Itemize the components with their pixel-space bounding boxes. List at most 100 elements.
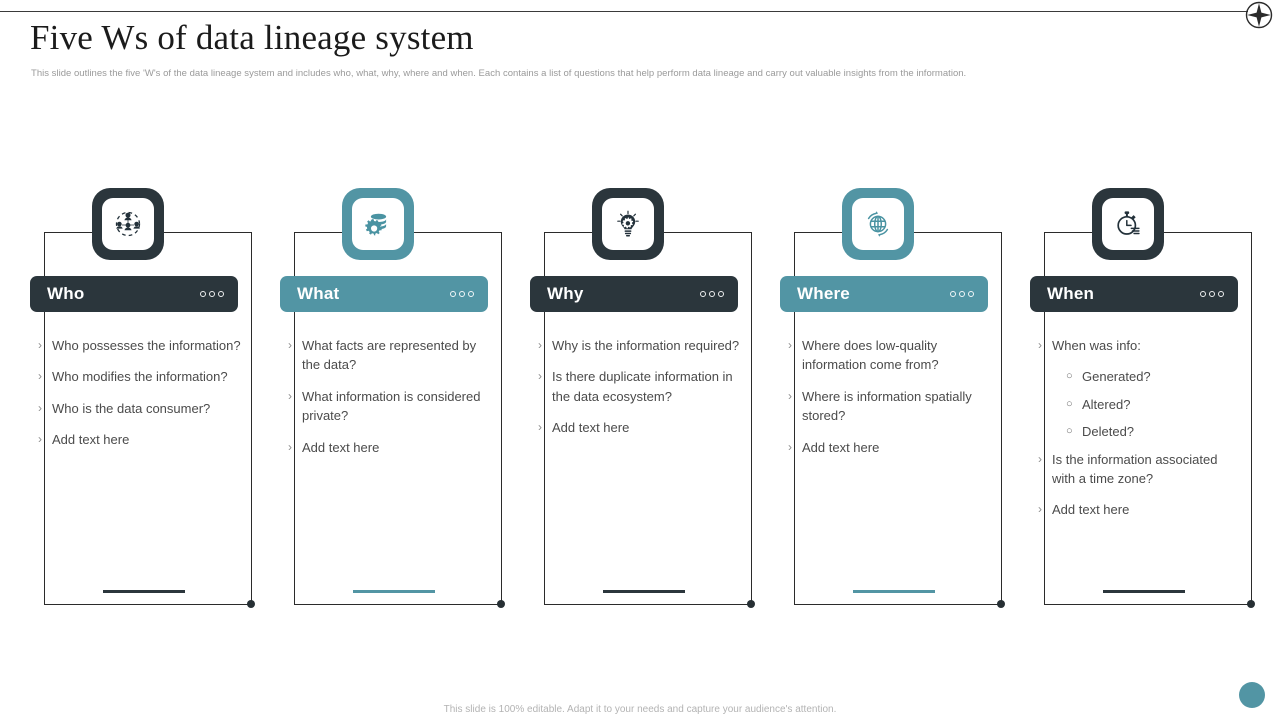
list-item: › What information is considered private… <box>288 387 494 426</box>
list-item: › Why is the information required? <box>538 336 744 355</box>
card-what[interactable]: What › What facts are represented <box>280 188 505 608</box>
lightbulb-gear-icon <box>602 198 654 250</box>
page-subtitle: This slide outlines the five 'W's of the… <box>31 68 967 79</box>
list-item: › Add text here <box>1038 500 1244 519</box>
card-header-bar-where[interactable]: Where <box>780 276 988 312</box>
accent-dash <box>353 590 435 593</box>
card-why[interactable]: Why <box>530 188 755 608</box>
corner-dot <box>747 600 755 608</box>
list-item: › Where does low-quality information com… <box>788 336 994 375</box>
chevron-bullet-icon: › <box>788 338 792 352</box>
three-dots-icon[interactable] <box>450 291 474 297</box>
list-item-text: When was info: <box>1052 338 1141 353</box>
compass-star-logo-icon <box>1244 0 1274 30</box>
list-item: › Add text here <box>788 438 994 457</box>
list-item-text: Who modifies the information? <box>52 369 228 385</box>
chevron-bullet-icon: › <box>1038 502 1042 517</box>
list-item: › Who possesses the information? <box>38 336 244 355</box>
card-header-bar-what[interactable]: What <box>280 276 488 312</box>
corner-dot <box>497 600 505 608</box>
bullet-list-who: › Who possesses the information? › Who m… <box>38 336 244 462</box>
card-where[interactable]: Where › W <box>780 188 1005 608</box>
list-item: ○ Altered? <box>1066 395 1244 414</box>
chevron-bullet-icon: › <box>38 432 42 447</box>
chevron-bullet-icon: › <box>38 369 42 384</box>
list-item-text: Add text here <box>1052 502 1130 518</box>
list-item-text: Why is the information required? <box>552 338 740 353</box>
stopwatch-icon <box>1102 198 1154 250</box>
page-title: Five Ws of data lineage system <box>30 18 474 57</box>
list-item: › Is the information associated with a t… <box>1038 450 1244 489</box>
bullet-list-what: › What facts are represented by the data… <box>288 336 494 469</box>
list-item: › When was info: <box>1038 336 1244 355</box>
list-item-text: Add text here <box>552 420 630 436</box>
chevron-bullet-icon: › <box>788 388 792 403</box>
card-who[interactable]: Who <box>30 188 255 608</box>
list-item-text: Is there duplicate information in the da… <box>552 369 733 404</box>
card-when[interactable]: When <box>1030 188 1255 608</box>
list-item: › Add text here <box>288 438 494 457</box>
chevron-bullet-icon: › <box>538 369 542 384</box>
list-item: › Where is information spatially stored? <box>788 387 994 426</box>
list-item-text: Add text here <box>802 439 880 455</box>
list-item-text: Who possesses the information? <box>52 338 241 353</box>
top-divider <box>0 11 1248 12</box>
three-dots-icon[interactable] <box>200 291 224 297</box>
circle-bullet-icon: ○ <box>1066 370 1073 383</box>
card-title-why: Why <box>547 284 584 303</box>
icon-badge-who <box>92 188 164 260</box>
chevron-bullet-icon: › <box>538 420 542 435</box>
list-item: › Who modifies the information? <box>38 367 244 386</box>
card-header-bar-when[interactable]: When <box>1030 276 1238 312</box>
list-item-text: What information is considered private? <box>302 388 481 424</box>
chevron-bullet-icon: › <box>288 388 292 403</box>
list-item: › Add text here <box>538 418 744 437</box>
database-gear-icon <box>352 198 404 250</box>
chevron-bullet-icon: › <box>288 338 292 352</box>
footer-note: This slide is 100% editable. Adapt it to… <box>443 704 837 715</box>
sub-bullet-list: ○ Generated? ○ Altered? ○ Deleted? <box>1038 367 1244 441</box>
list-item: › Who is the data consumer? <box>38 399 244 418</box>
chevron-bullet-icon: › <box>1038 451 1042 466</box>
list-item-text: Where is information spatially stored? <box>802 388 972 424</box>
bullet-list-where: › Where does low-quality information com… <box>788 336 994 469</box>
three-dots-icon[interactable] <box>700 291 724 297</box>
chevron-bullet-icon: › <box>788 439 792 454</box>
corner-dot <box>247 600 255 608</box>
circle-bullet-icon: ○ <box>1066 397 1073 410</box>
list-item-text: Generated? <box>1082 369 1151 385</box>
list-item-text: Where does low-quality information come … <box>802 338 939 373</box>
card-title-when: When <box>1047 284 1095 303</box>
card-header-bar-who[interactable]: Who <box>30 276 238 312</box>
three-dots-icon[interactable] <box>1200 291 1224 297</box>
footer-accent-dot <box>1239 682 1265 708</box>
corner-dot <box>1247 600 1255 608</box>
list-item-text: Is the information associated with a tim… <box>1052 451 1218 487</box>
icon-badge-what <box>342 188 414 260</box>
icon-badge-where <box>842 188 914 260</box>
icon-badge-when <box>1092 188 1164 260</box>
card-title-who: Who <box>47 284 85 303</box>
list-item: ○ Deleted? <box>1066 422 1244 441</box>
list-item-text: Altered? <box>1082 396 1131 412</box>
card-header-bar-why[interactable]: Why <box>530 276 738 312</box>
accent-dash <box>103 590 185 593</box>
list-item: › Add text here <box>38 430 244 449</box>
chevron-bullet-icon: › <box>1038 338 1042 352</box>
three-dots-icon[interactable] <box>950 291 974 297</box>
card-title-what: What <box>297 284 340 303</box>
list-item-text: Add text here <box>302 439 380 455</box>
list-item-text: Add text here <box>52 432 130 448</box>
list-item: › What facts are represented by the data… <box>288 336 494 375</box>
chevron-bullet-icon: › <box>38 400 42 415</box>
list-item-text: Who is the data consumer? <box>52 400 211 416</box>
accent-dash <box>853 590 935 593</box>
accent-dash <box>603 590 685 593</box>
list-item-text: What facts are represented by the data? <box>302 338 477 373</box>
list-item: ○ Generated? <box>1066 367 1244 386</box>
circle-bullet-icon: ○ <box>1066 425 1073 438</box>
icon-badge-why <box>592 188 664 260</box>
bullet-list-when: › When was info: ○ Generated? ○ Altered?… <box>1038 336 1244 532</box>
list-item: › Is there duplicate information in the … <box>538 367 744 406</box>
